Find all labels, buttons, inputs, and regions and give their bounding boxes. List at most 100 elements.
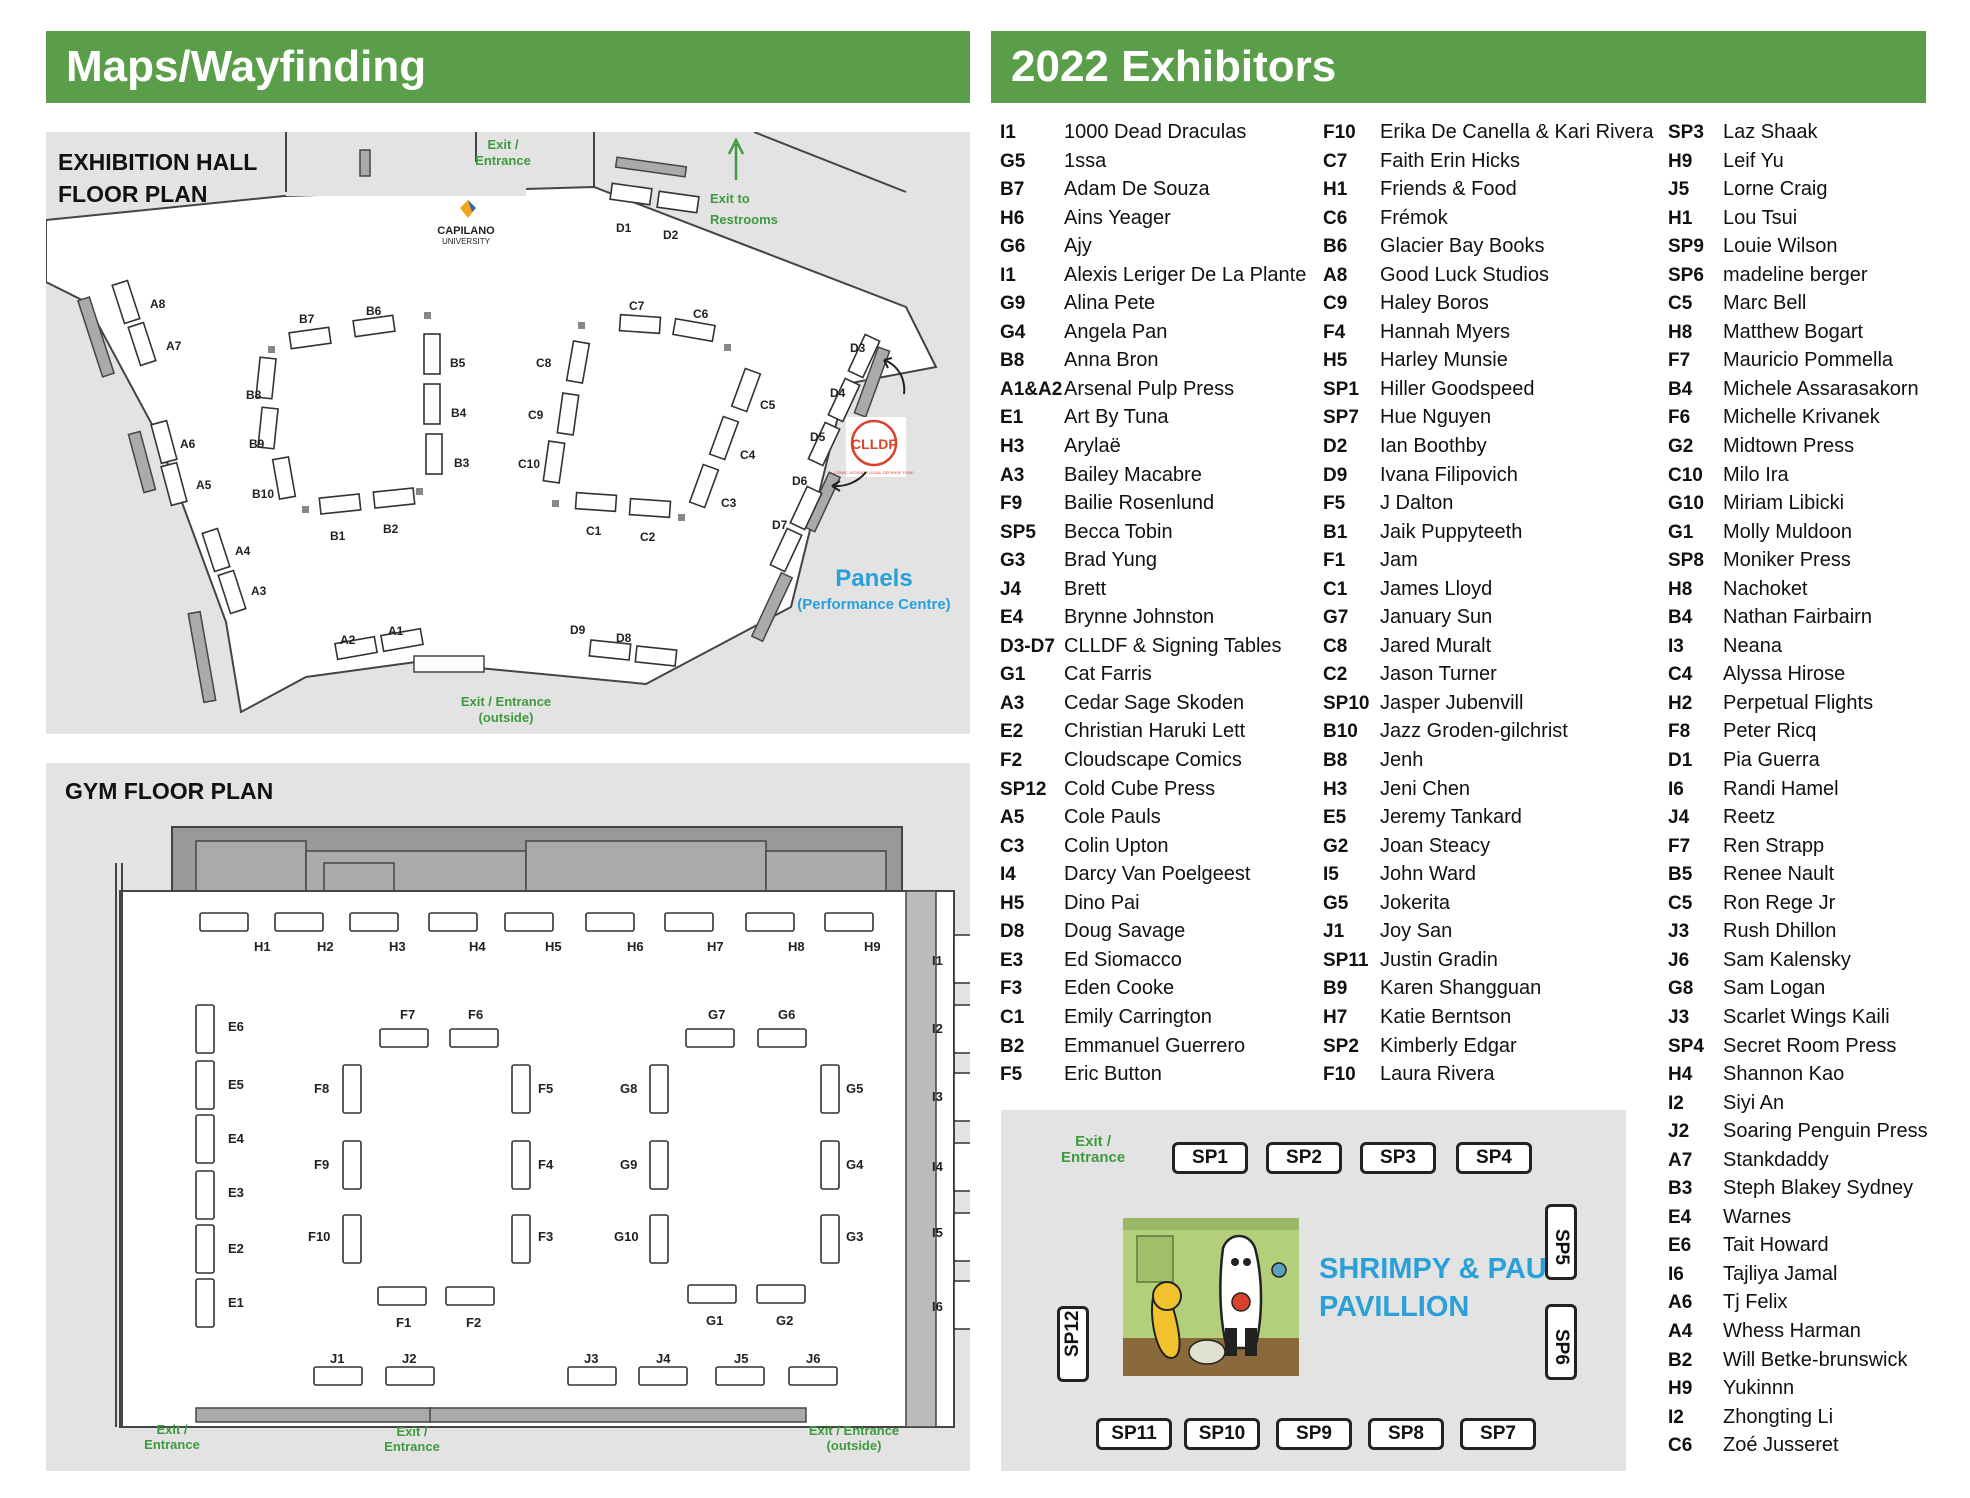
exhibitor-name: 1000 Dead Draculas [1064, 121, 1247, 143]
exhibitor-booth-code: C5 [1668, 892, 1693, 914]
pavilion-booth: SP1 [1172, 1142, 1248, 1174]
booth-label: C3 [721, 496, 737, 510]
hall-panels-l2: (Performance Centre) [797, 596, 950, 613]
exhibitor-name: Ajy [1064, 235, 1092, 258]
exhibitor-name: Darcy Van Poelgeest [1064, 863, 1251, 886]
exhibitor-booth-code: H6 [1000, 207, 1025, 229]
gym-booth [274, 912, 324, 932]
exhibitor-name: Cold Cube Press [1064, 777, 1216, 800]
pavilion-title-l1: SHRIMPY & PAUL [1319, 1253, 1565, 1285]
exhibitor-name: Jazz Groden-gilchrist [1380, 720, 1568, 743]
booth-label: H7 [707, 939, 724, 954]
booth-label: I2 [932, 1021, 943, 1036]
booth-label: F9 [314, 1157, 330, 1172]
exhibitor-booth-code: J6 [1668, 949, 1690, 971]
gym-booth [664, 912, 714, 932]
booth-label: J3 [584, 1351, 599, 1366]
pavilion-booth: SP8 [1368, 1418, 1444, 1450]
exhibitor-booth-code: B7 [1000, 179, 1025, 201]
booth-label: F10 [308, 1229, 331, 1244]
gym-exit-left-l2: Entrance [144, 1437, 200, 1452]
hall-exit-bottom-l1: Exit / Entrance [461, 694, 551, 709]
booth-label: G10 [614, 1229, 639, 1244]
hall-title-line2: FLOOR PLAN [58, 181, 208, 207]
exhibitor-name: Emmanuel Guerrero [1064, 1034, 1246, 1057]
booth-label: G4 [846, 1157, 864, 1172]
booth-label: A1 [388, 624, 404, 638]
exhibitor-name: Cedar Sage Skoden [1064, 691, 1245, 714]
booth-label: C6 [693, 307, 709, 321]
clldf-logo-sub: COMIC LEGENDS LEGAL DEFENSE FUND [834, 470, 914, 475]
signing-arrow-icon-2 [831, 471, 867, 488]
exhibitor-name: Cat Farris [1064, 663, 1152, 686]
exhibitor-name: Bailey Macabre [1064, 463, 1202, 486]
exhibitor-name: Jared Muralt [1380, 634, 1492, 657]
exhibitor-booth-code: J2 [1668, 1121, 1690, 1143]
exhibitor-booth-code: G2 [1323, 835, 1349, 857]
exhibitor-booth-code: SP6 [1668, 264, 1704, 286]
pavilion-exit-l1: Exit / [1075, 1133, 1112, 1150]
exhibitor-booth-code: H5 [1323, 350, 1348, 372]
gym-booth [953, 1280, 970, 1330]
exhibitor-booth-code: F6 [1668, 407, 1691, 429]
exhibitor-name: Becca Tobin [1064, 520, 1173, 543]
exhibitor-name: John Ward [1380, 863, 1476, 886]
exhibitor-name: Katie Berntson [1380, 1005, 1512, 1028]
booth-label: A3 [251, 584, 267, 598]
maps-wayfinding-title: Maps/Wayfinding [66, 42, 427, 91]
gym-booth [195, 1224, 215, 1274]
exhibitor-name: Pia Guerra [1723, 749, 1820, 772]
exhibitor-booth-code: A6 [1668, 1292, 1693, 1314]
exhibitor-name: CLLDF & Signing Tables [1064, 634, 1282, 657]
gym-booth [953, 934, 970, 984]
exhibitor-booth-code: H9 [1668, 150, 1693, 172]
exhibitor-booth-code: I3 [1668, 635, 1684, 657]
exhibitor-name: Moniker Press [1723, 549, 1851, 572]
exhibitor-row: SP8 Moniker Press [1668, 546, 1928, 575]
booth-label: H5 [545, 939, 562, 954]
exhibitor-booth-code: SP8 [1668, 550, 1704, 572]
exhibitor-booth-code: C2 [1323, 664, 1348, 686]
gym-booth [195, 1004, 215, 1054]
exhibitor-name: January Sun [1380, 606, 1493, 629]
exhibitor-name: Randi Hamel [1723, 777, 1839, 800]
gym-booth [745, 912, 795, 932]
exhibitor-booth-code: I2 [1668, 1092, 1684, 1114]
exhibitor-name: Hue Nguyen [1380, 406, 1492, 429]
exhibitor-booth-code: A1&A2 [1000, 378, 1063, 400]
hall-title-line1: EXHIBITION HALL [58, 149, 258, 175]
exhibitor-name: Warnes [1723, 1205, 1792, 1228]
booth-label: D4 [830, 386, 846, 400]
booth-label: E5 [228, 1077, 244, 1092]
exhibitor-name: Joy San [1380, 920, 1453, 943]
pavilion-booth: SP7 [1460, 1418, 1536, 1450]
exhibitor-name: Stankdaddy [1723, 1148, 1829, 1171]
exhibitor-booth-code: C5 [1668, 293, 1693, 315]
exhibitor-booth-code: E5 [1323, 807, 1347, 829]
gym-booths [195, 912, 970, 1386]
booth-label: F8 [314, 1081, 330, 1096]
exhibitor-booth-code: G1 [1668, 521, 1694, 543]
